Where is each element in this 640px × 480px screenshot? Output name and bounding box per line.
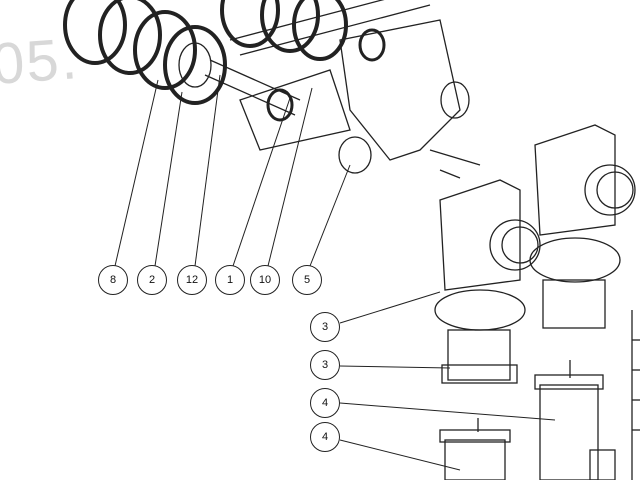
balloon-8: 8	[98, 265, 128, 295]
balloon-3a: 3	[310, 312, 340, 342]
bracket	[239, 19, 481, 179]
balloon-4b: 4	[310, 422, 340, 452]
motor-right	[534, 360, 616, 480]
balloon-3b: 3	[310, 350, 340, 380]
balloon-5: 5	[292, 265, 322, 295]
balloon-10: 10	[250, 265, 280, 295]
balloon-2: 2	[137, 265, 167, 295]
balloon-12: 12	[177, 265, 207, 295]
balloon-4a: 4	[310, 388, 340, 418]
title-block-edge	[631, 310, 640, 480]
motor-left	[439, 418, 511, 480]
wheel-set	[63, 0, 431, 116]
gearbox-left	[434, 179, 541, 384]
gearbox-right	[529, 124, 636, 329]
balloon-1: 1	[215, 265, 245, 295]
leader-lines	[114, 74, 556, 471]
